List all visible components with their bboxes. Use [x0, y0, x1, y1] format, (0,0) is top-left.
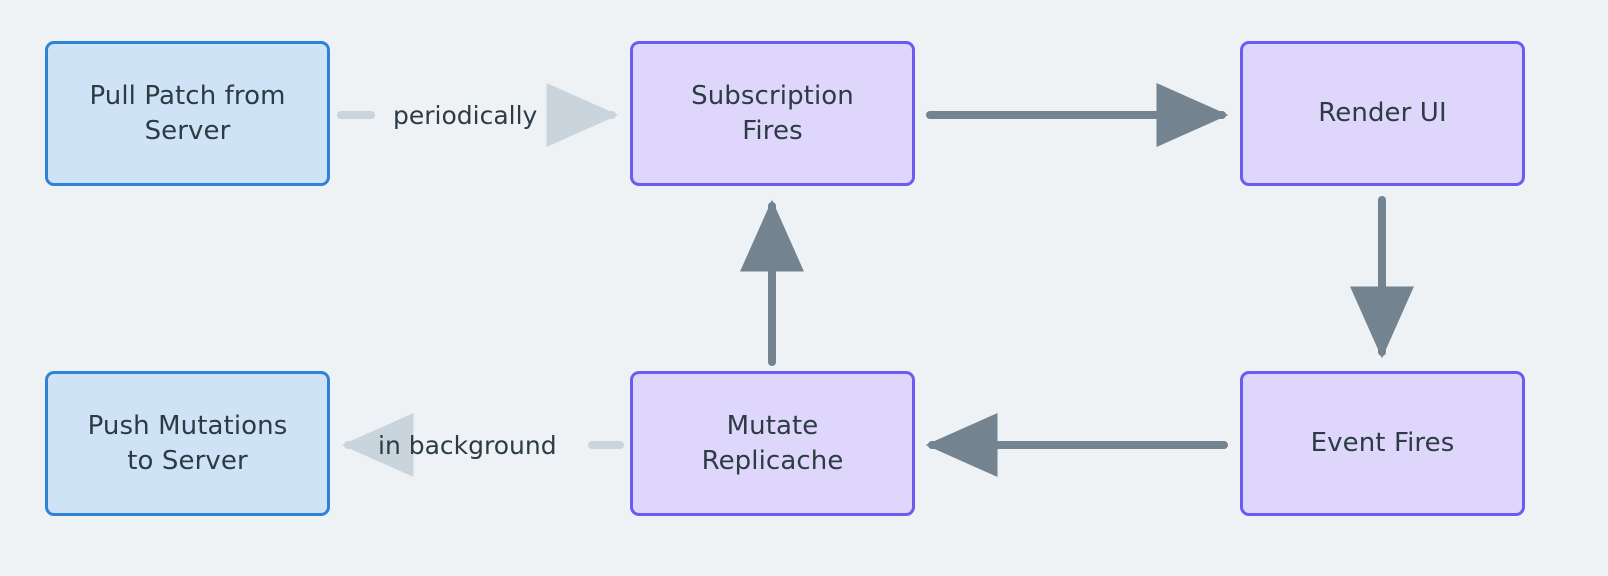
node-label: Subscription Fires [691, 81, 854, 146]
node-event-fires[interactable]: Event Fires [1240, 371, 1525, 516]
node-subscription-fires[interactable]: Subscription Fires [630, 41, 915, 186]
edge-label-in-background: in background [378, 431, 557, 460]
node-mutate-replicache[interactable]: Mutate Replicache [630, 371, 915, 516]
node-label: Render UI [1318, 98, 1447, 129]
node-push-mutations-to-server[interactable]: Push Mutations to Server [45, 371, 330, 516]
node-pull-patch-from-server[interactable]: Pull Patch from Server [45, 41, 330, 186]
node-label: Event Fires [1310, 428, 1455, 459]
node-label: Push Mutations to Server [87, 411, 288, 476]
edge-label-periodically: periodically [393, 101, 538, 130]
node-label: Pull Patch from Server [89, 81, 286, 146]
node-render-ui[interactable]: Render UI [1240, 41, 1525, 186]
node-label: Mutate Replicache [701, 411, 844, 476]
